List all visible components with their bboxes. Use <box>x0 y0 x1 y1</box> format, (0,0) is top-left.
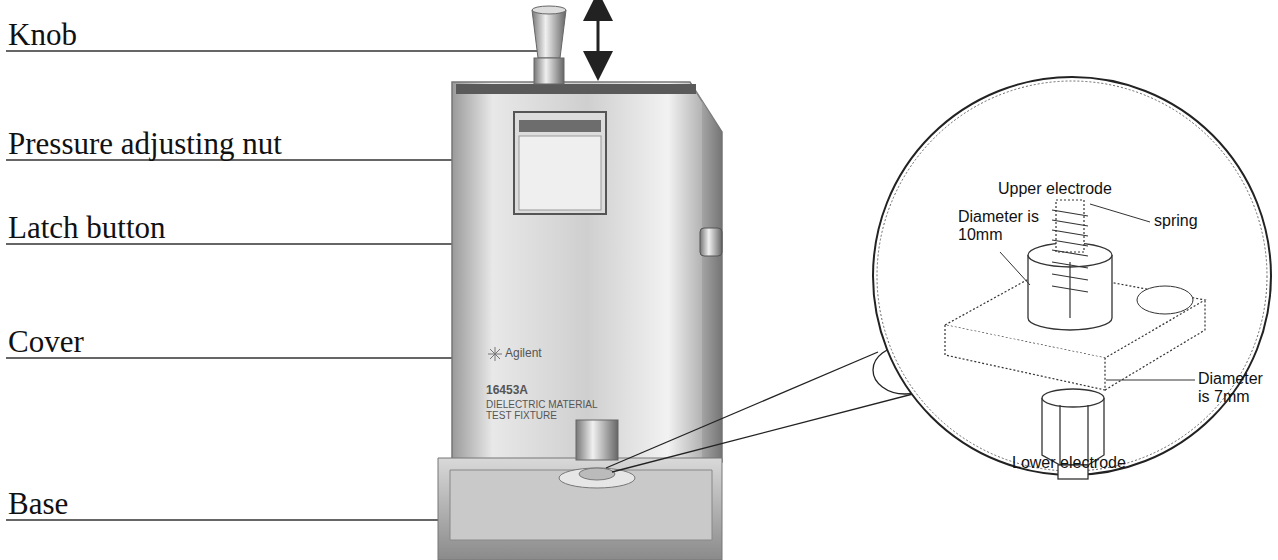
product-text: DIELECTRIC MATERIAL TEST FIXTURE <box>486 399 616 421</box>
dimension: Diameter is 10mm <box>958 208 1040 243</box>
model-text: 16453A <box>486 384 576 397</box>
part-name: Pressure adjusting nut <box>8 127 488 161</box>
part-name: Base <box>8 487 428 521</box>
dimension: Diameter is 7mm <box>1198 370 1274 405</box>
callout-pointer <box>606 346 940 472</box>
upper-electrode <box>1028 243 1112 330</box>
spring-symbol <box>1052 200 1088 318</box>
callout-leaders <box>1000 204 1195 380</box>
brand-text: Agilent <box>505 347 585 360</box>
part-name: Latch button <box>8 211 428 245</box>
part-name: Upper electrode <box>998 180 1148 198</box>
agilent-logo <box>488 347 502 361</box>
part-name: Lower electrode <box>1012 454 1162 472</box>
part-name: Knob <box>8 18 428 52</box>
part-name: spring <box>1154 212 1224 230</box>
part-name: Cover <box>8 325 428 359</box>
